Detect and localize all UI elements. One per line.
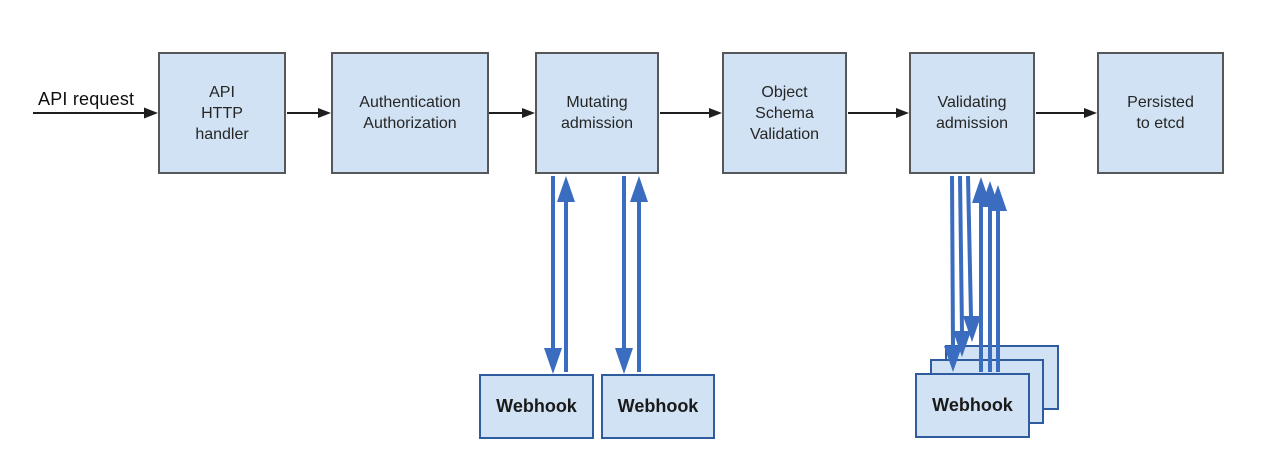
node-mutating-admission: Mutating admission	[535, 52, 659, 174]
webhook-validating-middle	[930, 359, 1044, 424]
webhook-mutating-1: Webhook	[479, 374, 594, 439]
node-persisted-to-etcd: Persisted to etcd	[1097, 52, 1224, 174]
api-request-label: API request	[38, 89, 135, 109]
node-object-schema-validation: Object Schema Validation	[722, 52, 847, 174]
node-validating-admission: Validating admission	[909, 52, 1035, 174]
node-authentication-authorization: Authentication Authorization	[331, 52, 489, 174]
node-api-http-handler: API HTTP handler	[158, 52, 286, 174]
webhook-mutating-2: Webhook	[601, 374, 715, 439]
